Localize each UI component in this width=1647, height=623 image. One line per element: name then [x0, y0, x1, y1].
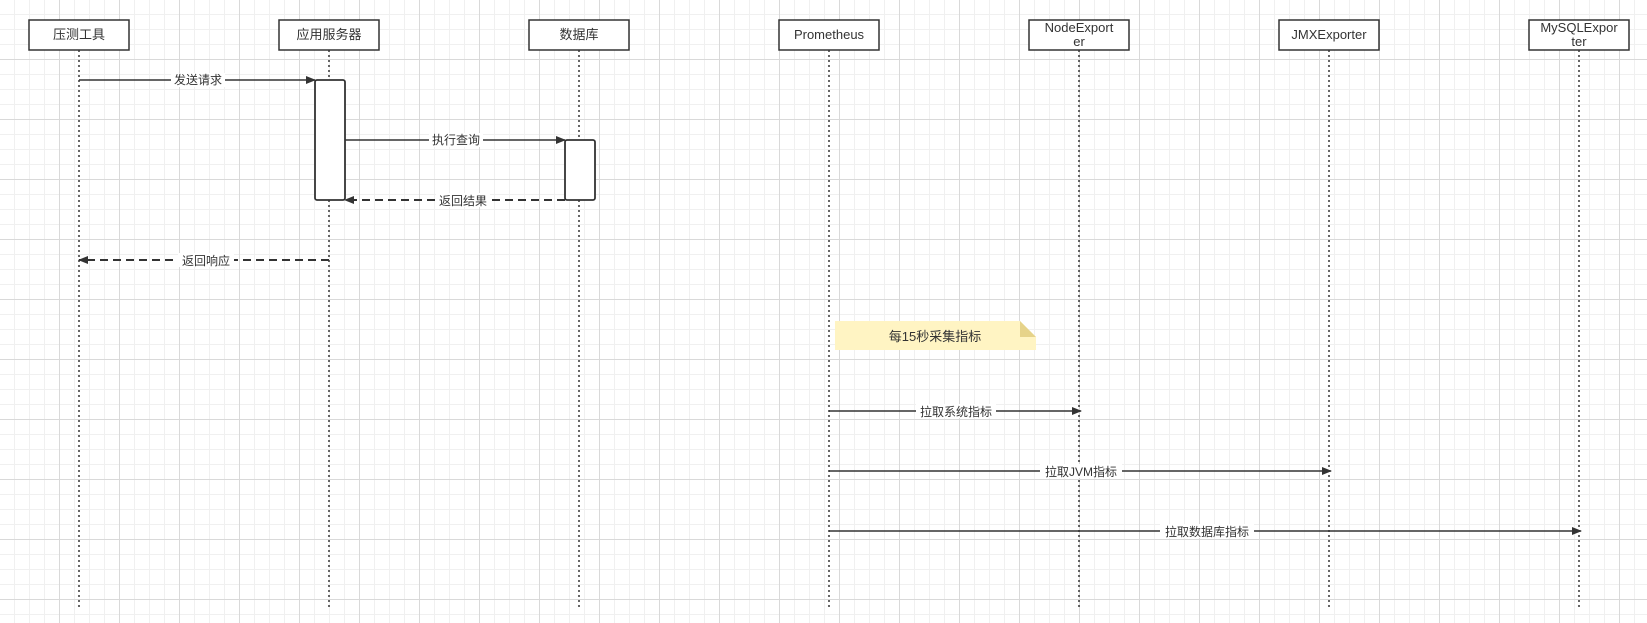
activation-应用服务器 — [314, 79, 346, 201]
participant-label: JMXExporter — [1291, 27, 1367, 42]
participant-nodeexporter[interactable]: NodeExport er — [1028, 19, 1130, 51]
message-label: 返回结果 — [439, 194, 487, 208]
participant-jmxexporter[interactable]: JMXExporter — [1278, 19, 1380, 51]
message-label: 拉取JVM指标 — [1045, 464, 1117, 479]
participant-应用服务器[interactable]: 应用服务器 — [278, 19, 380, 51]
message-返回结果[interactable]: 返回结果 — [344, 193, 565, 208]
message-拉取数据库指标[interactable]: 拉取数据库指标 — [829, 524, 1582, 539]
message-label: 返回响应 — [182, 253, 230, 268]
participant-label: 应用服务器 — [296, 27, 361, 42]
participant-label: 压测工具 — [53, 27, 105, 42]
participant-数据库[interactable]: 数据库 — [528, 19, 630, 51]
participant-mysqlexporter[interactable]: MySQLExpor ter — [1528, 19, 1630, 51]
message-发送请求[interactable]: 发送请求 — [79, 72, 316, 87]
message-拉取系统指标[interactable]: 拉取系统指标 — [829, 404, 1082, 419]
participant-prometheus[interactable]: Prometheus — [778, 19, 880, 51]
message-返回响应[interactable]: 返回响应 — [78, 253, 329, 268]
participant-label-line-2: ter — [1571, 34, 1587, 49]
message-执行查询[interactable]: 执行查询 — [345, 133, 566, 147]
participant-label-line-1: MySQLExpor — [1540, 20, 1618, 35]
message-label: 拉取系统指标 — [920, 404, 992, 419]
note-collect-interval[interactable]: 每15秒采集指标 — [835, 321, 1036, 350]
message-label: 执行查询 — [432, 133, 480, 147]
message-拉取JVM指标[interactable]: 拉取JVM指标 — [829, 464, 1332, 479]
participant-label-line-2: er — [1073, 34, 1085, 49]
participant-label: 数据库 — [559, 27, 598, 42]
participant-label-line-1: NodeExport — [1045, 20, 1114, 35]
activation-数据库 — [564, 139, 596, 201]
participant-label: Prometheus — [794, 27, 865, 42]
message-label: 发送请求 — [174, 72, 222, 87]
message-label: 拉取数据库指标 — [1165, 524, 1249, 539]
participant-压测工具[interactable]: 压测工具 — [28, 19, 130, 51]
note-text: 每15秒采集指标 — [889, 329, 981, 344]
